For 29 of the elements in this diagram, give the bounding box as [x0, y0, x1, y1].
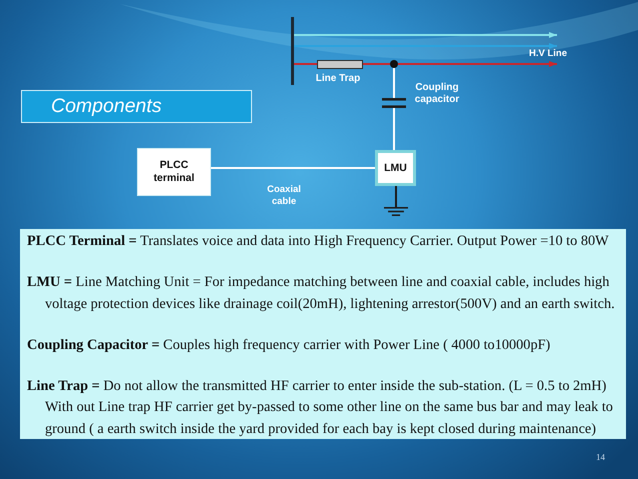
- line-trap-symbol: [317, 60, 363, 68]
- wire: [395, 186, 397, 207]
- definition-text: Line Trap = Do not allow the transmitted HF carrier to enter inside the sub-station. (L = 0.5 to 2mH) With out Line trap HF carrier get by-passed to some other line on the same bus bar and may leak to ground ( a earth switch inside the yard provided for each bay is kept closed during maintenance): [27, 376, 614, 438]
- terminal-box: [137, 148, 211, 196]
- definition-text: LMU = Line Matching Unit = For impedance matching between line and coaxial cable, includes high voltage protection devices like drainage coil(20mH), lightening arrestor(500V) and an earth switch.: [27, 273, 616, 314]
- wire: [294, 63, 317, 65]
- junction-dot: [390, 60, 398, 68]
- wire: [363, 63, 390, 65]
- edge-label: Coaxial cable: [266, 184, 302, 208]
- node-label: PLCC terminal: [152, 159, 196, 185]
- capacitor-symbol: [382, 98, 406, 108]
- component-label: Coupling capacitor: [414, 82, 460, 106]
- definition-panel: [20, 229, 626, 439]
- definition-text: Coupling Capacitor = Couples high frequency carrier with Power Line ( 4000 to10000pF): [27, 336, 552, 354]
- arrow: [294, 43, 557, 49]
- arrow: [294, 32, 557, 38]
- matching-unit-box: [375, 150, 416, 186]
- component-label: Line Trap: [314, 73, 362, 85]
- busbar: [291, 17, 294, 85]
- ground-symbol: [384, 207, 408, 216]
- definition-text: PLCC Terminal = Translates voice and data into High Frequency Carrier. Output Power =10 to 80W: [27, 232, 610, 251]
- page-number: 14: [596, 452, 605, 463]
- edge-label: H.V Line: [528, 48, 568, 58]
- slide-title: Components: [21, 90, 252, 123]
- wire: [211, 167, 375, 169]
- wire: [393, 108, 395, 150]
- node-label: LMU: [384, 162, 407, 174]
- arrow: [398, 61, 557, 67]
- wire: [393, 68, 395, 98]
